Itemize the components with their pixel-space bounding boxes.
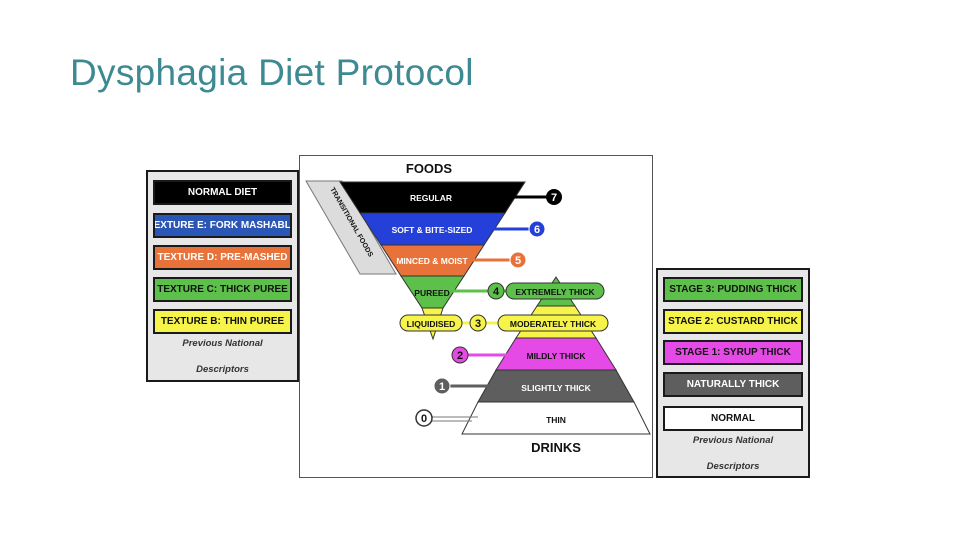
food-level-6-badge [528, 220, 546, 238]
drink-level-1-badge [433, 377, 451, 395]
texture-c-box: TEXTURE C: THICK PUREE [153, 277, 292, 302]
level-3-badge [469, 314, 487, 332]
level-4-badge [487, 282, 505, 300]
drink-level-1-label: SLIGHTLY THICK [521, 383, 591, 393]
drink-level-2-label: MILDLY THICK [526, 351, 586, 361]
stage-3-label: STAGE 3: PUDDING THICK [669, 284, 797, 295]
texture-c-label: TEXTURE C: THICK PUREE [157, 284, 288, 295]
transitional-foods-band [305, 180, 397, 275]
food-level-6-label: SOFT & BITE-SIZED [392, 225, 473, 235]
iddsi-framework-diagram: FOODS DRINKS TRANSITIONAL FOODS REGULAR … [299, 155, 653, 478]
drink-level-0-number: 0 [421, 413, 427, 425]
normal-label: NORMAL [711, 413, 755, 424]
right-caption-line1: Previous National [692, 435, 774, 446]
texture-d-box: TEXTURE D: PRE-MASHED [153, 245, 292, 270]
iddsi-diagram-svg: FOODS DRINKS TRANSITIONAL FOODS REGULAR … [305, 161, 651, 455]
drink-level-0-badge [415, 409, 433, 427]
level-4-number: 4 [493, 286, 500, 298]
stage-1-label: STAGE 1: SYRUP THICK [675, 347, 791, 358]
foods-title: FOODS [406, 161, 453, 176]
food-level-7-number: 7 [551, 192, 557, 204]
left-caption-line1: Previous National [182, 338, 263, 349]
drink-level-4-label: EXTREMELY THICK [515, 287, 595, 297]
food-level-3-label: LIQUIDISED [407, 319, 456, 329]
drink-level-1-number: 1 [439, 381, 445, 393]
food-level-7-badge [546, 189, 562, 205]
drink-level-2-badge [451, 346, 469, 364]
texture-e-box: TEXTURE E: FORK MASHABLE [153, 213, 292, 238]
normal-diet-label: NORMAL DIET [187, 187, 258, 198]
food-level-7-label: REGULAR [410, 193, 452, 203]
normal-diet-box: NORMAL DIET [153, 180, 292, 205]
normal-box: NORMAL [663, 406, 803, 431]
drink-level-2-number: 2 [457, 350, 463, 362]
left-caption-line2: Descriptors [196, 364, 249, 375]
drink-level-3-label: MODERATELY THICK [510, 319, 597, 329]
texture-b-box: TEXTURE B: THIN PUREE [153, 309, 292, 334]
right-caption-line2: Descriptors [706, 461, 760, 472]
stage-3-box: STAGE 3: PUDDING THICK [663, 277, 803, 302]
stage-1-box: STAGE 1: SYRUP THICK [663, 340, 803, 365]
texture-d-label: TEXTURE D: PRE-MASHED [157, 252, 288, 263]
food-level-5-number: 5 [515, 255, 521, 267]
slide-title: Dysphagia Diet Protocol [70, 52, 474, 93]
food-level-3-pill [399, 314, 463, 332]
food-level-5-label: MINCED & MOIST [396, 256, 468, 266]
drink-level-3-pill [497, 314, 609, 332]
level-3-number: 3 [475, 318, 481, 330]
food-level-5-badge [509, 251, 527, 269]
left-legend-panel: NORMAL DIET TEXTURE E: FORK MASHABLE TEX… [146, 170, 299, 382]
naturally-thick-box: NATURALLY THICK [663, 372, 803, 397]
stage-2-label: STAGE 2: CUSTARD THICK [668, 316, 798, 327]
drink-level-0-label: THIN [546, 415, 566, 425]
stage-2-box: STAGE 2: CUSTARD THICK [663, 309, 803, 334]
food-level-4-label: PUREED [414, 288, 449, 298]
food-level-6-number: 6 [534, 224, 540, 236]
right-legend-panel: STAGE 3: PUDDING THICK STAGE 2: CUSTARD … [656, 268, 810, 478]
drink-level-0-band [461, 401, 651, 435]
drinks-title: DRINKS [531, 440, 581, 455]
texture-e-label: TEXTURE E: FORK MASHABLE [153, 220, 292, 231]
naturally-thick-label: NATURALLY THICK [686, 379, 780, 390]
drink-level-4-pill [505, 282, 605, 300]
texture-b-label: TEXTURE B: THIN PUREE [160, 316, 285, 327]
